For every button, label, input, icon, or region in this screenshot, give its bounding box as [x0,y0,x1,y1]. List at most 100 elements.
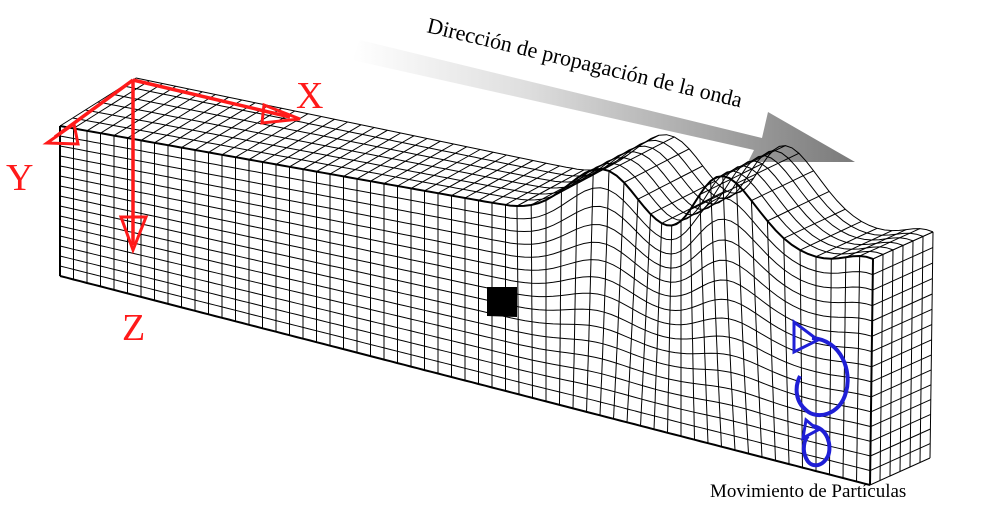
mesh-line [736,183,749,454]
mesh-line [661,190,727,224]
mesh-line [689,177,754,211]
mesh-line [722,145,786,177]
mesh-line [59,145,873,291]
mesh-line [799,220,862,251]
mesh-line [870,384,932,413]
mesh-line [870,413,931,442]
mesh-line [909,240,914,468]
axis-arrow-icon [42,121,80,146]
mesh-line [100,85,176,134]
mesh-line [329,132,401,175]
mesh-line [451,157,521,197]
mesh-line [623,148,690,183]
mesh-line [464,160,534,199]
coordinate-axes [42,78,301,255]
mesh-line [929,231,934,459]
mesh-line [751,170,814,202]
mesh-line [699,194,709,444]
mesh-line [59,235,871,428]
mesh-line [370,140,441,182]
mesh-line [262,118,335,163]
mesh-line [154,96,229,144]
mesh-line [899,245,904,472]
mesh-line [869,443,931,472]
mesh-line [235,113,309,158]
block-outline [59,125,874,486]
mesh-line [140,94,216,141]
mesh-line [208,107,282,153]
x-axis-label: X [296,75,323,117]
mesh-line [750,200,763,458]
mesh-line [559,190,562,405]
mesh-line [689,209,695,440]
mesh-line [872,231,934,260]
mesh-line [599,170,610,416]
mesh-line [59,195,872,368]
mesh-line [59,155,873,307]
mesh-line [766,220,776,461]
mesh-line [626,199,639,423]
mesh-line [59,135,873,276]
mesh-line [343,135,415,177]
mesh-line [73,80,150,129]
mesh-line [870,399,932,428]
mesh-line [505,167,573,206]
mesh-line [530,205,533,398]
mesh-line [856,255,861,482]
mesh-line [181,102,256,149]
mesh-line [845,229,907,258]
mesh-line [302,127,375,170]
mesh-line [592,134,660,171]
mesh-line [59,265,871,472]
axis-arrow-icon [260,102,301,125]
mesh-line [608,136,675,172]
mesh-line [59,245,871,442]
mesh-line [872,262,933,291]
mesh-line [783,208,846,239]
mesh-line [722,176,736,451]
mesh-line [59,225,872,413]
mesh-line [561,154,628,191]
mesh-line [113,88,190,137]
rotation-arrow-icon [801,424,832,468]
mesh-line [871,339,932,368]
mesh-line [248,116,322,161]
mesh-line [889,249,894,477]
gradient-arrow-icon [352,40,855,162]
rotation-arrowhead-icon [792,319,821,355]
mesh-line [275,121,348,165]
mesh-line [871,293,933,322]
mesh-line [127,91,203,139]
mesh-line [221,110,296,156]
mesh-line [919,236,924,463]
mesh-line [59,175,873,337]
mesh-line [516,169,585,207]
mesh-line [86,83,163,132]
mesh-line [637,165,703,200]
mesh-line [572,178,578,409]
mesh-line [783,238,790,465]
highlighted-element [487,287,517,317]
mesh-line [831,230,893,260]
mesh-line [316,129,388,173]
mesh-line [870,369,932,398]
rotation-arrowhead-icon [801,417,821,441]
z-axis-label: Z [122,307,145,349]
y-axis-label: Y [6,157,33,199]
mesh-line [289,124,362,168]
end-face-mesh [869,231,934,486]
mesh-line [680,188,745,222]
mesh-line [59,125,874,260]
propagation-arrow: Dirección de propagación de la onda [352,13,855,162]
mesh-line [59,205,872,383]
mesh-line [424,151,494,192]
mesh-line [491,165,560,204]
mesh-line [710,180,722,447]
mesh-line [869,258,874,486]
mesh-line [736,152,800,184]
mesh-line [59,255,871,457]
mesh-line [59,165,873,322]
mesh-line [842,257,847,479]
